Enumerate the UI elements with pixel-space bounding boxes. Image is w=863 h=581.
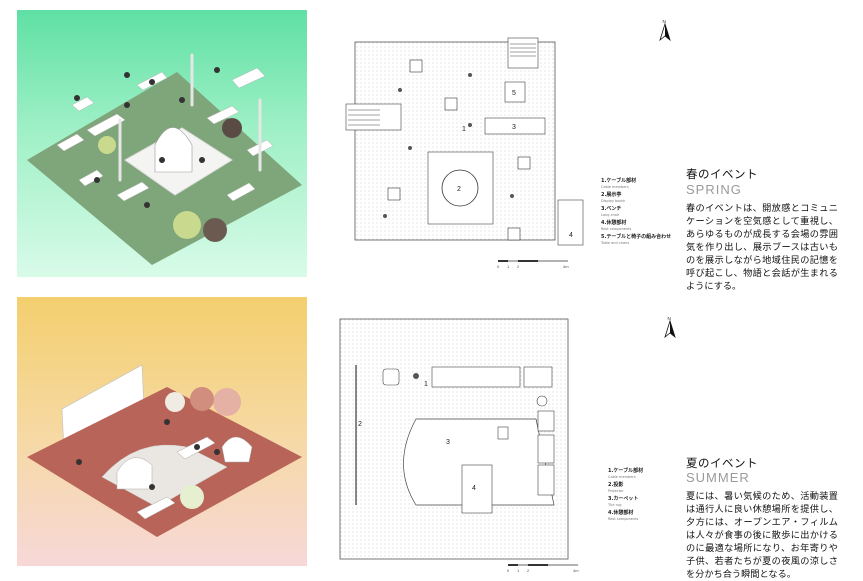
summer-plan-num-3: 3	[446, 439, 450, 446]
summer-trees	[165, 387, 241, 509]
spring-plan-bench-left-slats	[348, 109, 380, 126]
spring-scale-4: 4m	[563, 264, 569, 269]
summer-legend-3-en: The rug	[608, 503, 622, 507]
spring-plan-num-4: 4	[569, 232, 573, 239]
summer-legend: 1.ケーブル部材 Cable members 2.投影 Projector 3.…	[608, 468, 688, 524]
summer-plan-labels: 1 2 3 4	[358, 381, 476, 492]
summer-plan-num-2: 2	[358, 421, 362, 428]
spring-plan-bench-top	[507, 37, 539, 69]
spring-plan-num-2: 2	[457, 186, 461, 193]
spring-legend-3-en: Long chair	[601, 213, 620, 217]
summer-plan-drawing: 1 2 3 4	[339, 318, 569, 560]
spring-title-jp: 春のイベント	[686, 167, 758, 181]
summer-scale-4: 4m	[573, 568, 579, 573]
summer-description: 夏には、暑い気候のため、活動装置は通行人に良い休憩場所を提供し、夕方には、オープ…	[686, 491, 838, 580]
summer-plan-num-4: 4	[472, 485, 476, 492]
summer-scale-2: 2	[527, 568, 530, 573]
summer-plan-bench-end	[523, 366, 553, 388]
spring-scale-2: 2	[517, 264, 520, 269]
summer-people	[76, 419, 220, 490]
spring-title-en: SPRING	[686, 182, 742, 197]
spring-legend-3: 3.ベンチ	[601, 206, 622, 212]
spring-scale-graphic: 0 1 2 4m	[497, 260, 569, 269]
summer-legend-4: 4.休憩部材	[608, 510, 634, 516]
spring-legend-1-en: Cable members	[601, 185, 629, 189]
spring-trees	[98, 118, 242, 242]
spring-legend-4: 4.休憩部材	[601, 220, 627, 226]
north-arrow-icon: N	[662, 315, 678, 339]
spring-legend: 1.ケーブル部材 Cable members 2.展示亭 Display boo…	[601, 178, 681, 248]
spring-scale-bar: 0 1 2 4m	[496, 256, 576, 275]
summer-plan-num-1: 1	[424, 381, 428, 388]
spring-plan-bench-3	[484, 117, 546, 135]
spring-isometric-drawing	[27, 53, 302, 265]
spring-legend-2: 2.展示亭	[601, 192, 622, 198]
north-arrow-graphic-2: N	[664, 316, 676, 339]
spring-plan-bench-left	[345, 103, 402, 131]
spring-plan-table-sets	[387, 59, 531, 241]
spring-scale-0: 0	[497, 264, 500, 269]
north-label: N	[663, 19, 666, 24]
summer-title-jp: 夏のイベント	[686, 456, 758, 470]
summer-legend-1-en: Cable members	[608, 475, 636, 479]
spring-floor-plan: 1 2 3 4 5	[340, 30, 588, 262]
summer-isometric-drawing	[27, 364, 302, 537]
spring-plan-labels: 1 2 3 4 5	[457, 90, 573, 239]
summer-plan-side-units	[497, 410, 555, 496]
spring-plan-rest-4	[557, 199, 584, 246]
summer-legend-2-en: Projector	[608, 489, 624, 493]
spring-legend-5: 5.テーブルと椅子の組み合わせ	[601, 234, 672, 240]
summer-plan-rest-4	[461, 464, 493, 514]
summer-title-en: SUMMER	[686, 470, 750, 485]
summer-plan-cable-post	[413, 373, 419, 379]
spring-isometric-view	[17, 10, 307, 277]
summer-scale-graphic: 0 1 2 4m	[507, 564, 579, 573]
north-label-2: N	[668, 316, 671, 321]
summer-plan-bench	[431, 366, 521, 388]
summer-plan-chair	[382, 368, 400, 386]
spring-legend-4-en: Rest components	[601, 227, 632, 231]
spring-plan-table-5	[504, 81, 526, 103]
north-arrow-graphic: N	[659, 19, 671, 42]
spring-plan-num-3: 3	[512, 124, 516, 131]
summer-legend-4-en: Rest components	[608, 517, 639, 521]
spring-legend-1: 1.ケーブル部材	[601, 178, 637, 184]
spring-cable-members	[118, 53, 262, 182]
summer-plan-post	[536, 395, 548, 407]
summer-floor-plan: 1 2 3 4	[336, 315, 584, 565]
spring-legend-2-en: Display booth	[601, 199, 626, 203]
summer-scale-0: 0	[507, 568, 510, 573]
spring-plan-num-1: 1	[462, 126, 466, 133]
summer-legend-3: 3.カーペット	[608, 496, 639, 502]
spring-plan-num-5: 5	[512, 90, 516, 97]
spring-plan-booth-circle	[441, 169, 479, 207]
spring-plan-drawing: 1 2 3 4 5	[345, 37, 584, 246]
spring-legend-5-en: Table and chairs	[601, 241, 630, 245]
spring-people	[74, 67, 220, 208]
spring-plan-cable-posts	[383, 73, 514, 218]
spring-description: 春のイベントは、開放感とコミュニケーションを空気感として重視し、あらゆるものが成…	[686, 203, 838, 292]
summer-scale-1: 1	[517, 568, 520, 573]
summer-legend-1: 1.ケーブル部材	[608, 468, 644, 474]
summer-isometric-view	[17, 297, 307, 566]
spring-scale-1: 1	[507, 264, 510, 269]
spring-plan-bench-slats	[510, 43, 536, 57]
summer-scale-bar: 0 1 2 4m	[506, 560, 586, 579]
summer-legend-2: 2.投影	[608, 482, 624, 488]
north-arrow-icon: N	[657, 18, 673, 42]
